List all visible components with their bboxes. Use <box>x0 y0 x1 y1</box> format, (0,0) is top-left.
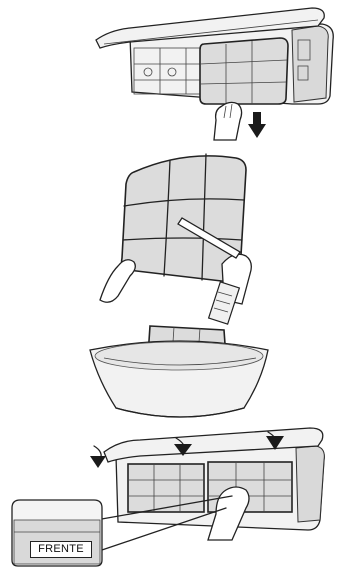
hand-pulling-filter <box>214 102 242 140</box>
ac-unit-side <box>292 26 328 102</box>
left-hand <box>100 260 135 303</box>
ac-unit-side-2 <box>296 446 324 522</box>
arrow-down-icon-left <box>90 446 106 468</box>
front-label: FRENTE <box>30 541 92 558</box>
step-3-soak-filter <box>90 326 268 417</box>
step-1-remove-filter <box>96 8 333 140</box>
water-surface <box>95 342 263 370</box>
arrow-down-icon <box>248 112 266 138</box>
filter-being-removed <box>200 38 288 104</box>
filters-installed <box>128 462 292 512</box>
step-2-clean-filter <box>100 154 251 324</box>
